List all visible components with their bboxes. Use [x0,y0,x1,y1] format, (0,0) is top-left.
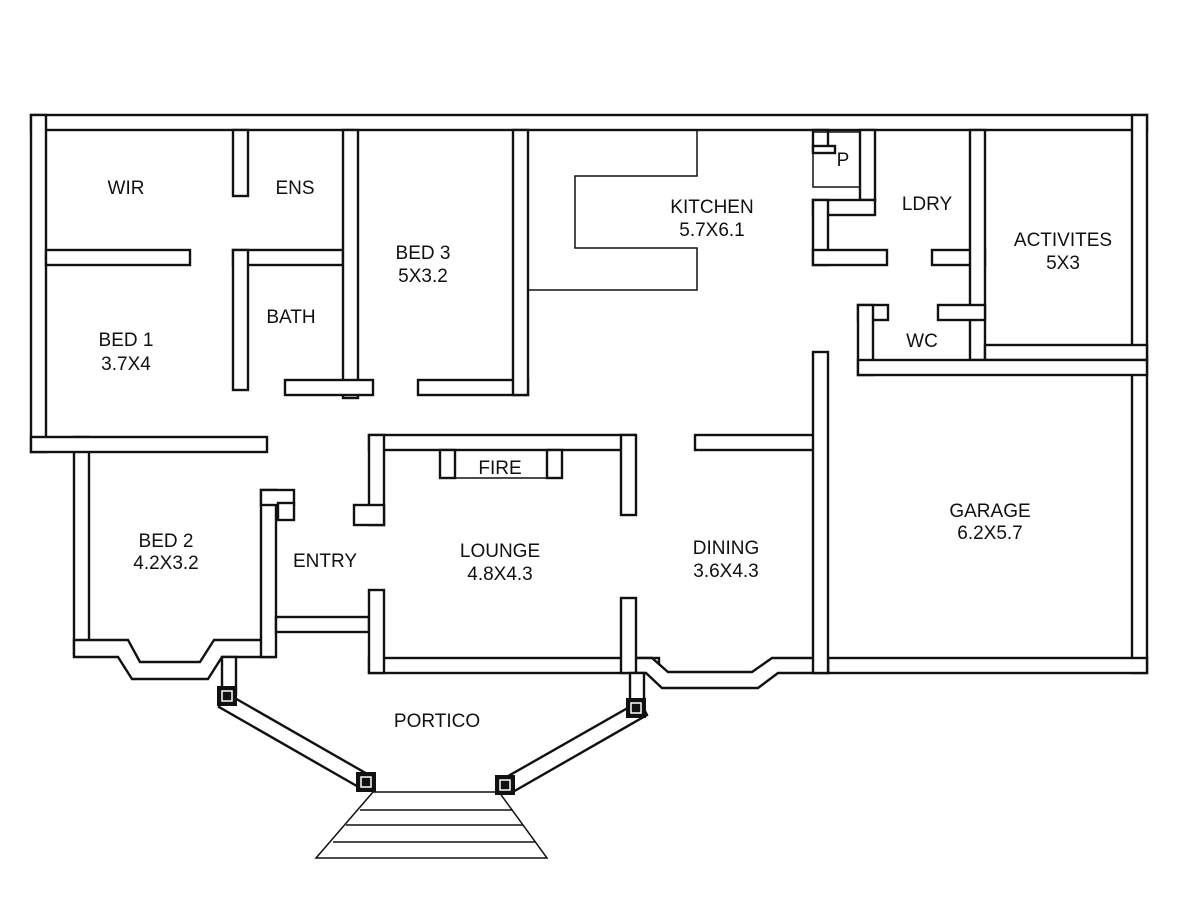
fireplace [438,448,564,480]
room-label-entry: ENTRY [293,551,357,572]
post-icon [495,775,515,795]
room-label-dining: DINING [693,538,760,559]
room-label-bed2: BED 2 [139,531,194,552]
kitchen-bench [528,130,698,291]
room-size-kitchen: 5.7X6.1 [679,220,745,241]
outer-walls [29,113,1149,675]
room-size-lounge: 4.8X4.3 [467,564,533,585]
room-size-bed1: 3.7X4 [101,354,151,375]
room-size-garage: 6.2X5.7 [957,523,1023,544]
room-labels: WIR ENS BATH BED 1 3.7X4 BED 2 4.2X3.2 B… [99,150,1113,732]
room-label-pantry: P [837,150,850,171]
service-walls [811,128,1149,377]
room-label-laundry: LDRY [902,194,953,215]
room-label-bed1: BED 1 [99,330,154,351]
portico [217,655,649,859]
room-label-wc: WC [906,331,938,352]
bedroom-wing-walls [44,128,530,400]
living-walls [259,350,830,675]
room-label-portico: PORTICO [394,711,480,732]
room-size-bed2: 4.2X3.2 [133,553,199,574]
post-icon [626,698,646,718]
room-label-kitchen: KITCHEN [670,197,753,218]
room-size-activities: 5X3 [1046,253,1080,274]
fireplace-label: FIRE [478,458,521,479]
room-label-bed3: BED 3 [396,243,451,264]
room-label-garage: GARAGE [949,501,1030,522]
post-icon [217,686,237,706]
room-label-lounge: LOUNGE [460,541,540,562]
post-icon [356,772,376,792]
room-size-bed3: 5X3.2 [398,266,448,287]
room-label-bath: BATH [266,307,315,328]
room-label-activities: ACTIVITES [1014,230,1112,251]
room-size-dining: 3.6X4.3 [693,561,759,582]
room-label-wir: WIR [108,178,145,199]
room-label-ens: ENS [275,178,314,199]
portico-steps [314,791,549,859]
